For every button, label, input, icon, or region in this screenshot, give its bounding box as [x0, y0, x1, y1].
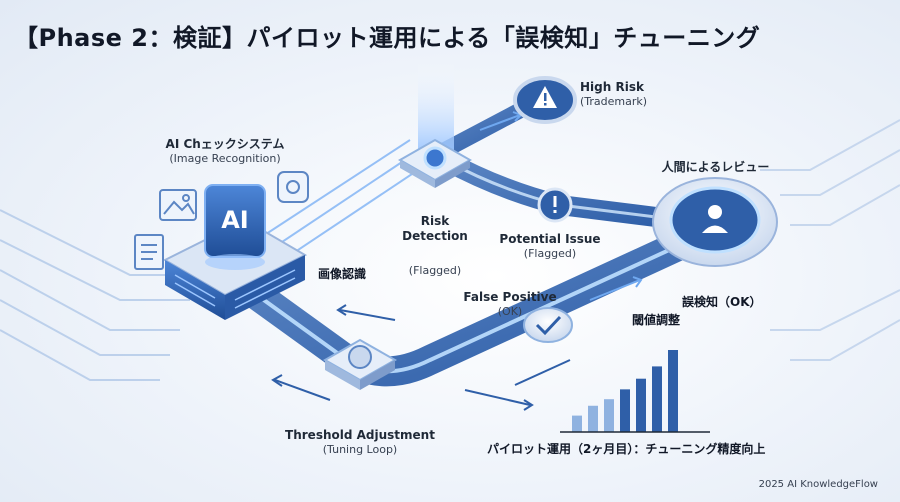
gear-icon: [277, 171, 309, 203]
ai-chip: [204, 184, 266, 270]
circuit-lines-right: [760, 119, 900, 361]
human-review-label: 人間によるレビュー: [661, 160, 770, 174]
human-review-node: [652, 177, 778, 267]
threshold-tuning-tag: 閾値調整: [632, 313, 681, 327]
risk-detection-node: [397, 138, 473, 188]
footer-credit: 2025 AI KnowledgeFlow: [758, 479, 878, 490]
potential-issue-label: Potential Issue (Flagged): [499, 232, 601, 260]
false-positive-node: [523, 307, 573, 343]
potential-issue-node: [537, 187, 573, 223]
chart-bar: [588, 405, 598, 432]
threshold-node: [322, 338, 398, 390]
chart-bar: [604, 399, 614, 432]
ai-system-label: AI Chェックシステム (Image Recognition): [165, 137, 285, 165]
image-icon: [159, 189, 197, 221]
accuracy-bar-chart: [572, 350, 678, 432]
document-icon: [134, 234, 164, 270]
false-positive-label: False Positive (OK): [463, 290, 557, 318]
flow-arrows: [271, 304, 571, 411]
threshold-label: Threshold Adjustment (Tuning Loop): [285, 428, 435, 456]
light-beam: [418, 60, 454, 150]
pilot-caption: パイロット運用（2ヶ月目）：チューニング精度向上: [487, 442, 766, 456]
data-beams: [259, 139, 431, 263]
chart-bar: [652, 366, 662, 432]
false-detection-tag: 誤検知（OK）: [682, 295, 762, 309]
ai-chip-text: AI: [221, 206, 249, 234]
high-risk-node: [513, 76, 577, 124]
page-title: 【Phase 2：検証】パイロット運用による「誤検知」チューニング: [14, 24, 761, 52]
risk-detection-label: Risk Detection (Flagged): [402, 214, 468, 277]
image-recognition-tag: 画像認識: [318, 267, 367, 281]
chart-bar: [620, 389, 630, 432]
chart-bar: [572, 415, 582, 432]
high-risk-label: High Risk (Trademark): [580, 80, 648, 108]
chart-bar: [668, 350, 678, 432]
circuit-lines-left: [0, 209, 200, 381]
chart-bar: [636, 378, 646, 432]
